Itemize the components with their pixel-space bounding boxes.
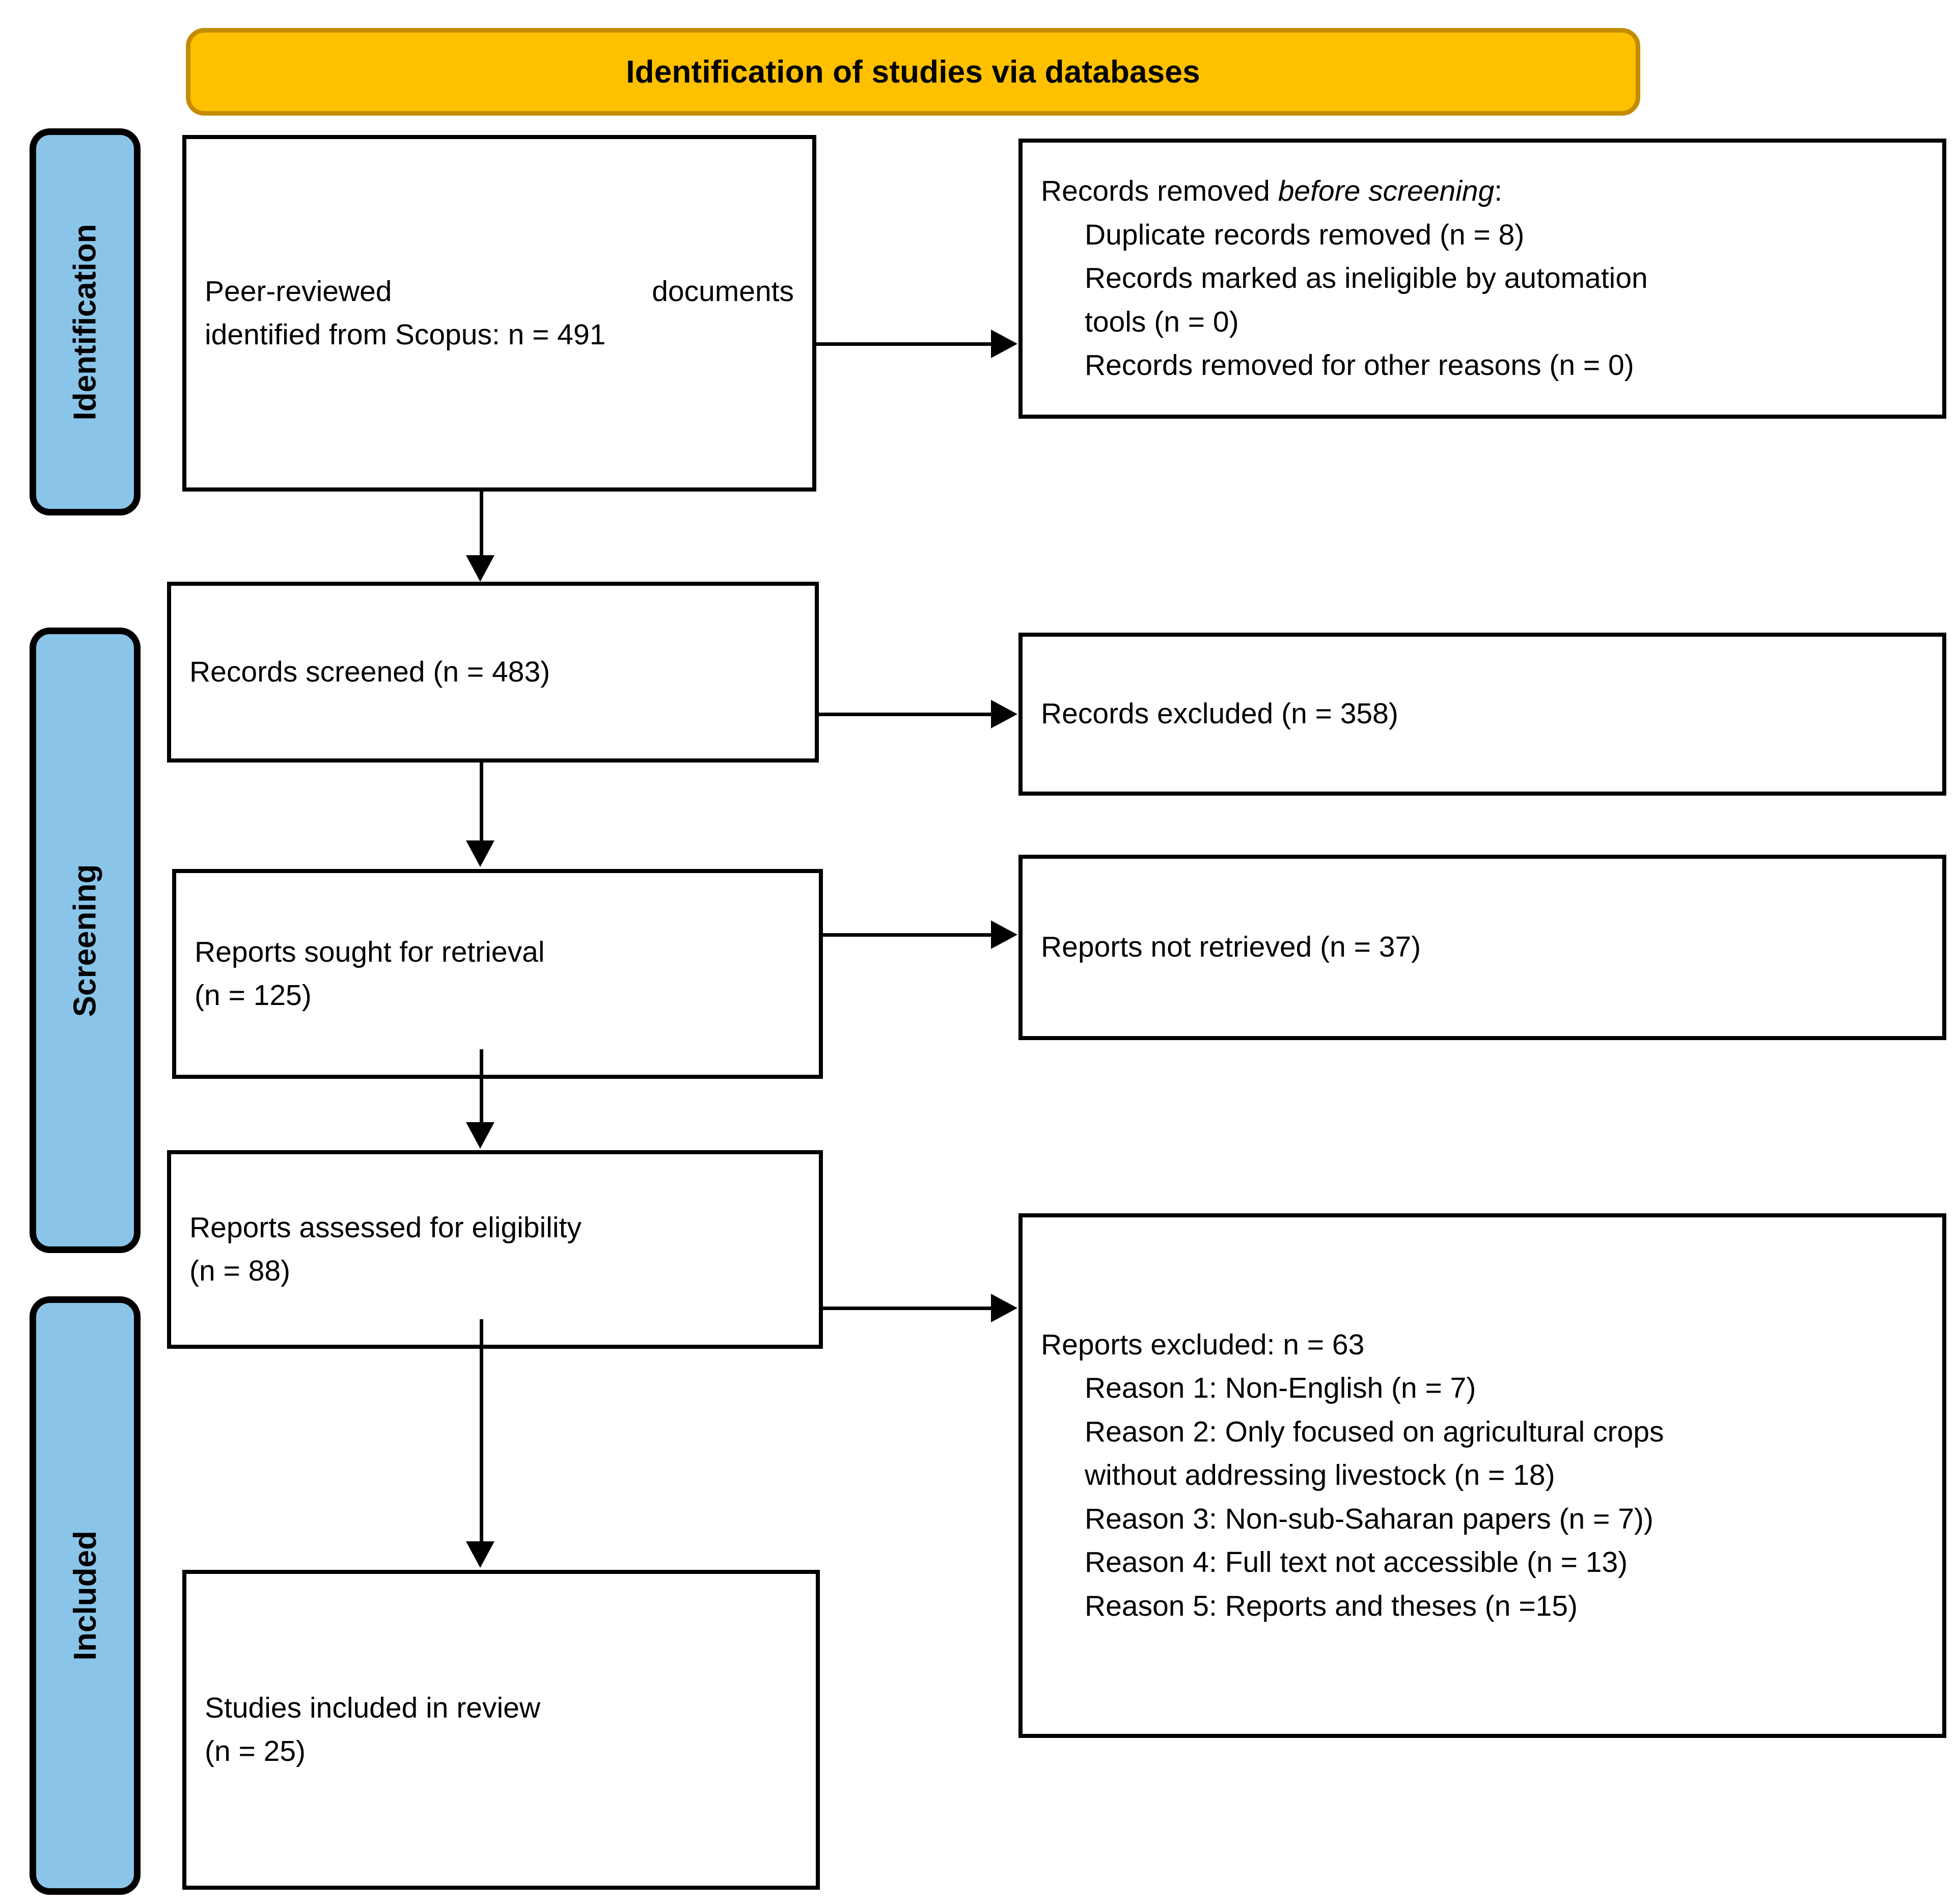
reports-excluded-heading: Reports excluded: n = 63 xyxy=(1041,1328,1365,1361)
records-removed-item-2: Records marked as ineligible by automati… xyxy=(1085,262,1648,295)
records-removed-heading: Records removed before screening: xyxy=(1041,170,1924,213)
reports-excluded-reason-5: Reason 5: Reports and theses (n =15) xyxy=(1085,1589,1578,1622)
records-removed-heading-prefix: Records removed xyxy=(1041,175,1278,208)
connector-assessed-to-reports-excluded xyxy=(823,1307,992,1310)
banner-identification-via-databases: Identification of studies via databases xyxy=(186,28,1640,116)
box-records-screened: Records screened (n = 483) xyxy=(167,582,819,763)
records-removed-item-4: Records removed for other reasons (n = 0… xyxy=(1085,349,1634,382)
studies-included-line1: Studies included in review xyxy=(205,1691,541,1724)
records-excluded-line1: Records excluded (n = 358) xyxy=(1041,697,1398,730)
connector-sought-to-not-retrieved xyxy=(823,933,992,937)
records-identified-line2: identified from Scopus: n = 491 xyxy=(205,318,606,351)
reports-sought-line1: Reports sought for retrieval xyxy=(195,935,545,968)
records-removed-heading-emphasis: before screening xyxy=(1278,175,1495,208)
connector-identified-to-screened xyxy=(480,492,483,558)
reports-sought-line2: (n = 125) xyxy=(195,979,312,1012)
records-screened-line1: Records screened (n = 483) xyxy=(189,655,550,688)
reports-excluded-reason-1: Reason 1: Non-English (n = 7) xyxy=(1085,1372,1476,1405)
box-reports-excluded: Reports excluded: n = 63 Reason 1: Non-E… xyxy=(1018,1213,1946,1738)
connector-screened-to-sought xyxy=(480,763,483,841)
arrowhead-screened-to-excluded xyxy=(991,700,1017,728)
arrowhead-identified-to-screened xyxy=(466,555,494,582)
phase-tab-screening: Screening xyxy=(30,628,141,1253)
arrowhead-identified-to-removed xyxy=(991,330,1017,358)
box-reports-not-retrieved: Reports not retrieved (n = 37) xyxy=(1018,855,1946,1040)
banner-title: Identification of studies via databases xyxy=(626,54,1200,90)
arrowhead-assessed-to-included xyxy=(466,1541,494,1568)
phase-tab-identification: Identification xyxy=(30,128,141,515)
reports-excluded-reason-4: Reason 4: Full text not accessible (n = … xyxy=(1085,1546,1628,1579)
phase-tab-included: Included xyxy=(30,1296,141,1895)
box-records-excluded: Records excluded (n = 358) xyxy=(1018,633,1946,796)
records-removed-item-3: tools (n = 0) xyxy=(1085,305,1239,338)
arrowhead-sought-to-not-retrieved xyxy=(991,920,1017,949)
reports-assessed-line1: Reports assessed for eligibility xyxy=(189,1211,582,1244)
records-removed-item-1: Duplicate records removed (n = 8) xyxy=(1085,218,1525,251)
reports-excluded-reason-3: Reason 3: Non-sub-Saharan papers (n = 7)… xyxy=(1085,1502,1653,1535)
reports-not-retrieved-line1: Reports not retrieved (n = 37) xyxy=(1041,931,1421,964)
studies-included-line2: (n = 25) xyxy=(205,1735,306,1767)
records-removed-heading-suffix: : xyxy=(1494,175,1503,208)
arrowhead-screened-to-sought xyxy=(466,840,494,867)
phase-label-identification: Identification xyxy=(67,224,103,420)
box-studies-included: Studies included in review (n = 25) xyxy=(182,1570,820,1890)
connector-identified-to-removed xyxy=(816,342,992,346)
connector-assessed-to-included xyxy=(480,1319,483,1543)
reports-assessed-line2: (n = 88) xyxy=(189,1255,291,1287)
phase-label-screening: Screening xyxy=(67,864,103,1017)
box-reports-assessed: Reports assessed for eligibility (n = 88… xyxy=(167,1150,823,1349)
box-reports-sought: Reports sought for retrieval (n = 125) xyxy=(172,869,823,1079)
box-records-identified: Peer-reviewed documents identified from … xyxy=(182,135,816,492)
reports-excluded-reason-2: Reason 2: Only focused on agricultural c… xyxy=(1085,1415,1664,1448)
arrowhead-assessed-to-reports-excluded xyxy=(991,1294,1017,1322)
connector-screened-to-excluded xyxy=(819,713,992,716)
reports-excluded-reason-2-cont: without addressing livestock (n = 18) xyxy=(1085,1459,1555,1492)
records-identified-line1: Peer-reviewed documents xyxy=(205,275,794,308)
box-records-removed-before-screening: Records removed before screening: Duplic… xyxy=(1018,139,1946,419)
arrowhead-sought-to-assessed xyxy=(466,1122,494,1149)
phase-label-included: Included xyxy=(67,1531,103,1661)
connector-sought-to-assessed xyxy=(480,1049,483,1123)
